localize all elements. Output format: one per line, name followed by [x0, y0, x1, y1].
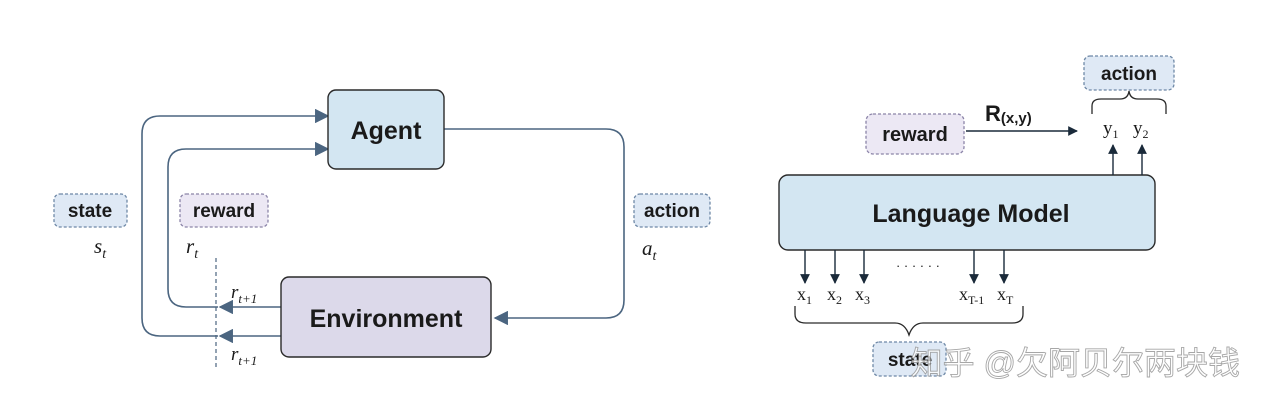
lm-action-tag: action — [1083, 55, 1175, 91]
agent-label: Agent — [351, 117, 423, 145]
watermark: 知乎 @欠阿贝尔两块钱 — [911, 345, 1240, 381]
environment-label: Environment — [310, 305, 463, 333]
lm-reward-tag: reward — [865, 113, 965, 155]
reward-tag: reward — [179, 193, 269, 228]
input-token-x2: x2 — [827, 284, 842, 307]
action-arrow — [444, 128, 625, 326]
environment-node: Environment — [280, 276, 492, 358]
input-token-xT-1: xT-1 — [959, 284, 984, 307]
agent-node: Agent — [327, 89, 445, 170]
rl-loop-diagram: Agent Environment state st reward rt act… — [53, 89, 711, 368]
state-tag-label: state — [68, 201, 112, 222]
action-symbol: at — [642, 236, 658, 264]
reward-arrow — [167, 141, 330, 308]
lm-state-tag-label: state — [888, 350, 932, 371]
next-state-symbol: rt+1 — [231, 344, 257, 368]
lm-state-tag: state — [872, 341, 947, 377]
reward-tag-label: reward — [193, 201, 255, 222]
input-tokens: · · · · · · x1 x2 x3 xT-1 xT — [797, 250, 1014, 307]
lm-diagram: Language Model reward R(x,y) action y1 y… — [778, 55, 1175, 377]
output-token-y2: y2 — [1133, 118, 1149, 141]
state-arrow — [141, 108, 330, 337]
action-tag-label: action — [644, 201, 700, 222]
reward-symbol: rt — [186, 234, 199, 262]
reward-function-label: R(x,y) — [985, 101, 1032, 127]
output-token-y1: y1 — [1103, 118, 1119, 141]
input-brace — [794, 306, 1024, 338]
rl-connectors — [141, 108, 625, 344]
input-token-xT: xT — [997, 284, 1014, 307]
language-model-node: Language Model — [778, 174, 1156, 251]
input-token-x1: x1 — [797, 284, 812, 307]
lm-action-tag-label: action — [1101, 64, 1157, 85]
next-reward-symbol: rt+1 — [231, 282, 257, 306]
output-tokens: y1 y2 — [1103, 118, 1149, 175]
output-brace — [1091, 90, 1167, 114]
lm-reward-tag-label: reward — [882, 124, 948, 146]
input-ellipsis: · · · · · · — [896, 258, 940, 273]
input-token-x3: x3 — [855, 284, 870, 307]
language-model-label: Language Model — [872, 200, 1069, 228]
state-tag: state — [53, 193, 128, 228]
state-symbol: st — [94, 234, 107, 262]
action-tag: action — [633, 193, 711, 228]
